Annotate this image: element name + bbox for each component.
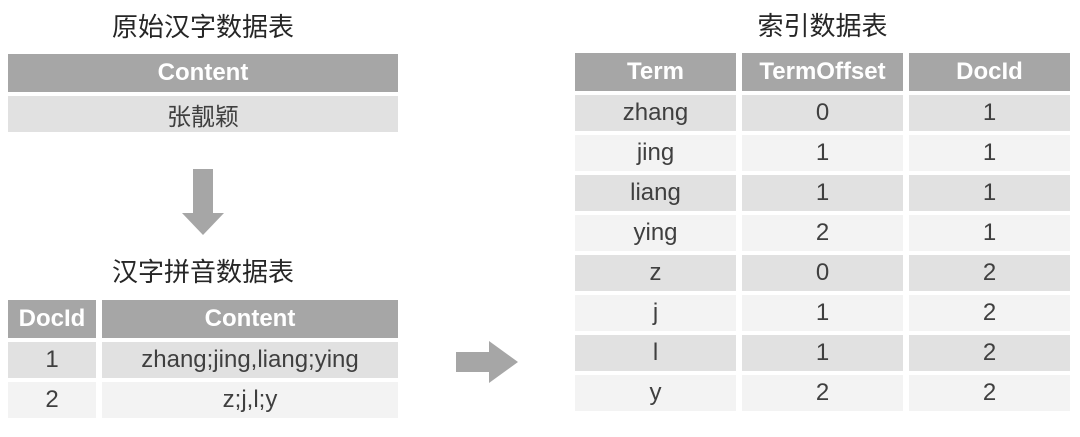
column-header: DocId xyxy=(909,53,1070,91)
column-header: TermOffset xyxy=(742,53,903,91)
table-header-row: Content xyxy=(8,54,398,92)
table-cell: 2 xyxy=(8,382,96,418)
table-cell: 张靓颖 xyxy=(8,96,398,132)
table-cell: 0 xyxy=(742,255,903,291)
original-table-title: 原始汉字数据表 xyxy=(111,13,294,42)
table-cell: liang xyxy=(575,175,736,211)
column-header: DocId xyxy=(8,300,96,338)
table-cell: zhang;jing,liang;ying xyxy=(102,342,398,378)
table-cell: 1 xyxy=(909,95,1070,131)
table-cell: 0 xyxy=(742,95,903,131)
table-row: 张靓颖 xyxy=(8,96,398,132)
table-cell: 2 xyxy=(742,375,903,411)
original-hanzi-table: Content 张靓颖 xyxy=(8,54,398,132)
table-cell: 2 xyxy=(742,215,903,251)
table-cell: z;j,l;y xyxy=(102,382,398,418)
table-cell: 2 xyxy=(909,335,1070,371)
table-cell: 2 xyxy=(909,255,1070,291)
table-cell: y xyxy=(575,375,736,411)
table-cell: 1 xyxy=(909,215,1070,251)
table-cell: zhang xyxy=(575,95,736,131)
index-table-title: 索引数据表 xyxy=(757,12,888,41)
table-cell: 1 xyxy=(909,135,1070,171)
table-cell: 2 xyxy=(909,375,1070,411)
table-cell: 1 xyxy=(742,135,903,171)
pinyin-table-title: 汉字拼音数据表 xyxy=(111,258,294,287)
column-header: Content xyxy=(8,54,398,92)
table-cell: z xyxy=(575,255,736,291)
table-cell: 2 xyxy=(909,295,1070,331)
table-cell: 1 xyxy=(742,335,903,371)
table-cell: jing xyxy=(575,135,736,171)
table-cell: j xyxy=(575,295,736,331)
table-cell: 1 xyxy=(909,175,1070,211)
down-arrow-icon xyxy=(8,169,398,235)
table-cell: l xyxy=(575,335,736,371)
table-cell: 1 xyxy=(8,342,96,378)
right-arrow-icon xyxy=(456,341,518,383)
column-header: Content xyxy=(102,300,398,338)
table-cell: 1 xyxy=(742,175,903,211)
table-cell: 1 xyxy=(742,295,903,331)
column-header: Term xyxy=(575,53,736,91)
table-cell: ying xyxy=(575,215,736,251)
